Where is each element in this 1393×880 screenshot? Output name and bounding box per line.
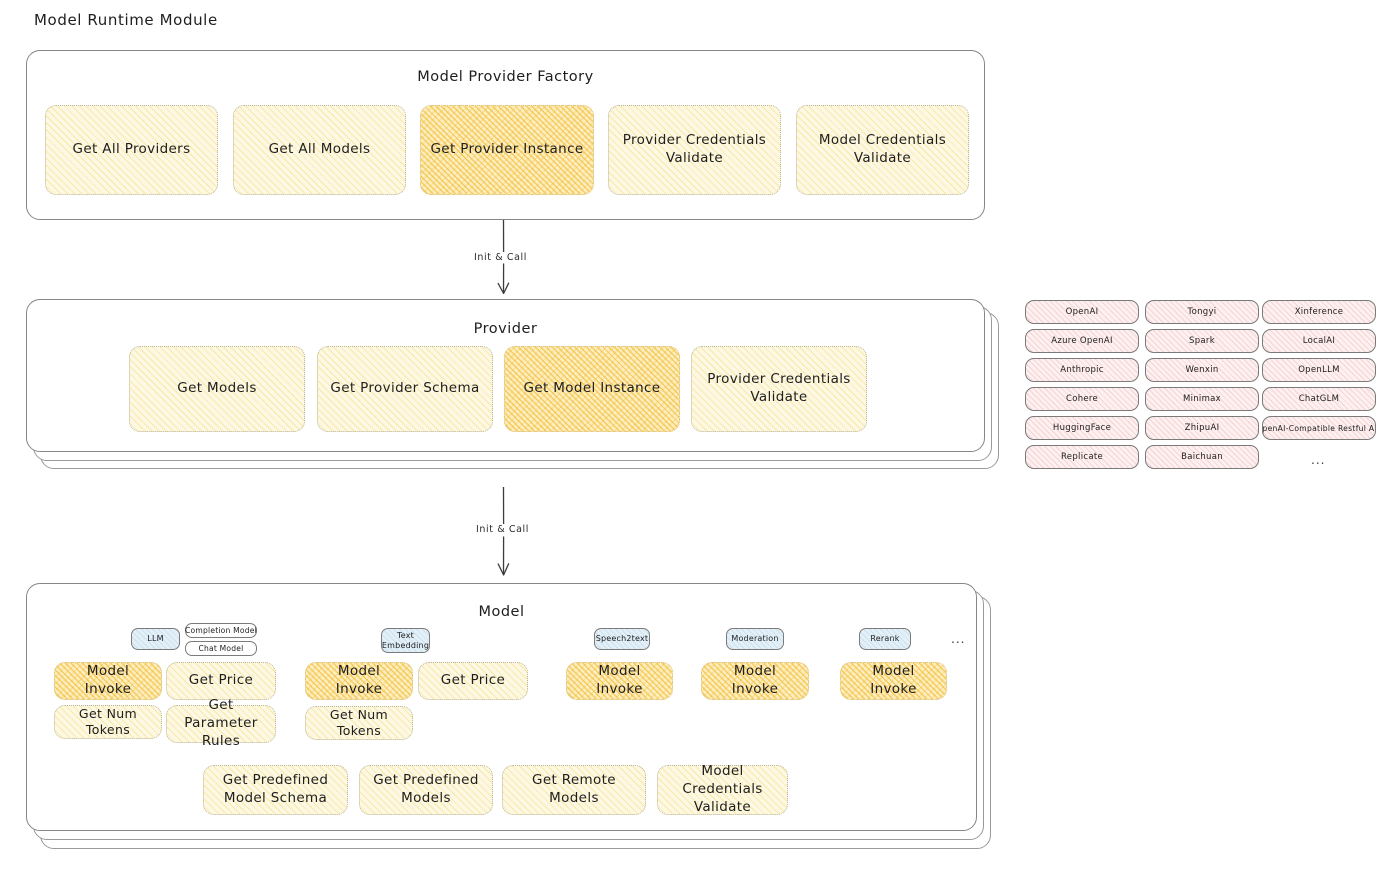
- op-llm-get-num-tokens[interactable]: Get Num Tokens: [54, 705, 162, 739]
- model-type-chip-speech2text[interactable]: Speech2text: [594, 628, 650, 650]
- model-tag-completion-model[interactable]: Completion Model: [185, 623, 257, 638]
- model-type-chip-rerank[interactable]: Rerank: [859, 628, 911, 650]
- op-get-provider-instance[interactable]: Get Provider Instance: [420, 105, 594, 195]
- op-text-embedding-model-invoke[interactable]: Model Invoke: [305, 662, 413, 700]
- provider-chip-openai[interactable]: OpenAI: [1025, 300, 1139, 324]
- provider-chip-openai-compatible-restful-api[interactable]: OpenAI-Compatible Restful API: [1262, 416, 1376, 440]
- arrow-factory-to-provider: [482, 219, 526, 300]
- provider-chip-huggingface[interactable]: HuggingFace: [1025, 416, 1139, 440]
- provider-chip-baichuan[interactable]: Baichuan: [1145, 445, 1259, 469]
- provider-chip-localai[interactable]: LocalAI: [1262, 329, 1376, 353]
- arrow-provider-to-model: [482, 486, 526, 583]
- provider-chip-openllm[interactable]: OpenLLM: [1262, 358, 1376, 382]
- model-type-chip-text-embedding[interactable]: Text Embedding: [381, 628, 430, 653]
- provider-chip-minimax[interactable]: Minimax: [1145, 387, 1259, 411]
- arrow-label-init-call-2: Init & Call: [474, 524, 531, 535]
- op-rerank-model-invoke[interactable]: Model Invoke: [840, 662, 947, 700]
- page-title: Model Runtime Module: [34, 11, 218, 29]
- op-moderation-model-invoke[interactable]: Model Invoke: [701, 662, 809, 700]
- op-text-embedding-get-num-tokens[interactable]: Get Num Tokens: [305, 706, 413, 740]
- provider-chip-xinference[interactable]: Xinference: [1262, 300, 1376, 324]
- op-provider-credentials-validate-2[interactable]: Provider Credentials Validate: [691, 346, 867, 432]
- op-llm-get-price[interactable]: Get Price: [166, 662, 276, 700]
- model-tag-chat-model[interactable]: Chat Model: [185, 641, 257, 656]
- provider-chip-tongyi[interactable]: Tongyi: [1145, 300, 1259, 324]
- op-llm-model-invoke[interactable]: Model Invoke: [54, 662, 162, 700]
- provider-chip-chatglm[interactable]: ChatGLM: [1262, 387, 1376, 411]
- provider-chip-cohere[interactable]: Cohere: [1025, 387, 1139, 411]
- provider-chip-anthropic[interactable]: Anthropic: [1025, 358, 1139, 382]
- model-panel-title: Model: [478, 604, 525, 620]
- op-get-all-models[interactable]: Get All Models: [233, 105, 406, 195]
- provider-panel-title: Provider: [473, 321, 538, 337]
- provider-chip-replicate[interactable]: Replicate: [1025, 445, 1139, 469]
- op-model-credentials-validate[interactable]: Model Credentials Validate: [796, 105, 969, 195]
- provider-chip-spark[interactable]: Spark: [1145, 329, 1259, 353]
- op-get-predefined-model-schema[interactable]: Get Predefined Model Schema: [203, 765, 348, 815]
- provider-chip-azure-openai[interactable]: Azure OpenAI: [1025, 329, 1139, 353]
- op-get-model-instance[interactable]: Get Model Instance: [504, 346, 680, 432]
- model-provider-factory-title: Model Provider Factory: [417, 69, 594, 85]
- op-speech2text-model-invoke[interactable]: Model Invoke: [566, 662, 673, 700]
- model-type-chip-llm[interactable]: LLM: [131, 628, 180, 650]
- op-text-embedding-get-price[interactable]: Get Price: [418, 662, 528, 700]
- op-get-all-providers[interactable]: Get All Providers: [45, 105, 218, 195]
- provider-list-more: ...: [1311, 453, 1326, 467]
- op-get-predefined-models[interactable]: Get Predefined Models: [359, 765, 493, 815]
- provider-chip-wenxin[interactable]: Wenxin: [1145, 358, 1259, 382]
- op-get-provider-schema[interactable]: Get Provider Schema: [317, 346, 493, 432]
- model-type-chip-moderation[interactable]: Moderation: [726, 628, 784, 650]
- op-provider-credentials-validate[interactable]: Provider Credentials Validate: [608, 105, 781, 195]
- op-get-remote-models[interactable]: Get Remote Models: [502, 765, 646, 815]
- provider-chip-zhipuai[interactable]: ZhipuAI: [1145, 416, 1259, 440]
- arrow-label-init-call-1: Init & Call: [472, 252, 529, 263]
- model-types-more: ...: [951, 632, 966, 646]
- op-llm-get-parameter-rules[interactable]: Get Parameter Rules: [166, 697, 276, 749]
- op-get-models[interactable]: Get Models: [129, 346, 305, 432]
- op-model-credentials-validate-2[interactable]: Model Credentials Validate: [657, 763, 788, 815]
